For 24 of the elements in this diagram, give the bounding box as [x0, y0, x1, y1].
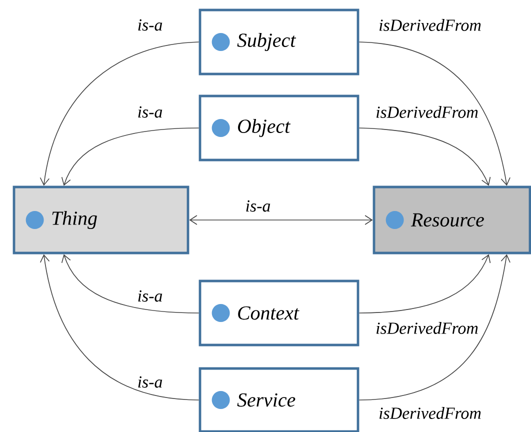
- class-box: Thing: [12, 186, 190, 254]
- edge-label: isDerivedFrom: [374, 321, 480, 335]
- edge-label: isDerivedFrom: [378, 18, 482, 32]
- arrow: [358, 42, 510, 186]
- arrow: [358, 254, 510, 400]
- arrow: [189, 215, 373, 225]
- arrow: [358, 254, 491, 314]
- class-box: Service: [198, 367, 360, 432]
- class-box: Context: [198, 280, 360, 346]
- edge-label: is-a: [136, 375, 164, 389]
- edge-label: is-a: [244, 199, 272, 213]
- edge-label: is-a: [136, 105, 164, 119]
- class-box: Resource: [372, 186, 531, 254]
- arrow: [61, 254, 200, 314]
- edge-label: is-a: [136, 18, 164, 32]
- edge-label: is-a: [136, 289, 164, 303]
- class-box: Subject: [198, 8, 360, 76]
- arrow: [358, 128, 491, 186]
- arrow: [40, 42, 200, 186]
- arrow: [40, 254, 200, 400]
- edge-label: isDerivedFrom: [374, 105, 480, 119]
- class-box: Object: [198, 94, 360, 162]
- edge-label: isDerivedFrom: [378, 406, 482, 420]
- arrow: [61, 128, 200, 186]
